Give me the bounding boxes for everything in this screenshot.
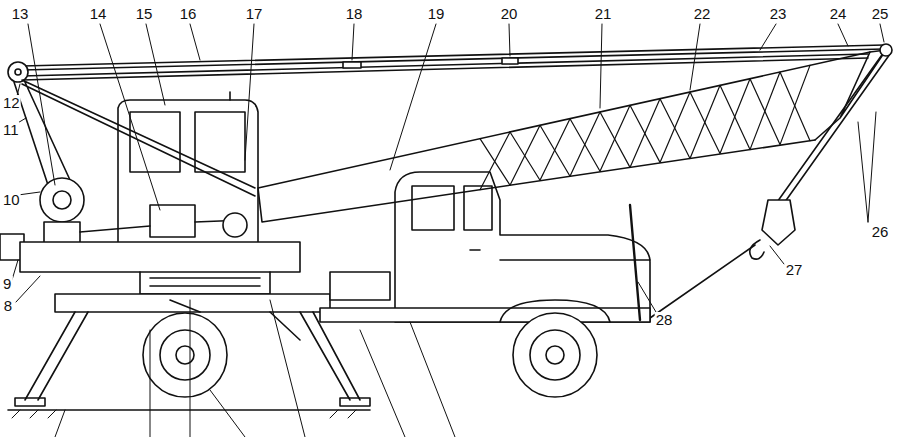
- callout-number: 26: [871, 224, 890, 240]
- callout-number: 14: [89, 6, 108, 22]
- callout-number: 16: [179, 6, 198, 22]
- crane-cab: [80, 92, 258, 255]
- callout-number: 25: [871, 6, 890, 22]
- callout-number: 19: [427, 6, 446, 22]
- callout-number: 15: [135, 6, 154, 22]
- callout-number: 13: [11, 6, 30, 22]
- callout-number: 21: [594, 6, 613, 22]
- leader-lines: [12, 24, 884, 437]
- callout-number: 22: [693, 6, 712, 22]
- boom: [258, 44, 892, 222]
- callout-number: 9: [2, 276, 12, 292]
- callout-number: 18: [345, 6, 364, 22]
- hook-block: [750, 200, 795, 259]
- callout-number: 11: [2, 122, 20, 138]
- truck: [320, 172, 650, 322]
- callout-number: 10: [2, 192, 21, 208]
- callout-number: 17: [245, 6, 264, 22]
- callout-number: 12: [2, 95, 21, 111]
- callout-number: 27: [785, 262, 804, 278]
- callout-number: 24: [829, 6, 848, 22]
- callout-number: 28: [655, 312, 674, 328]
- platform: [0, 234, 370, 406]
- mast: [8, 62, 255, 244]
- callout-number: 20: [500, 6, 519, 22]
- callout-number: 23: [769, 6, 788, 22]
- callout-number: 8: [3, 298, 13, 314]
